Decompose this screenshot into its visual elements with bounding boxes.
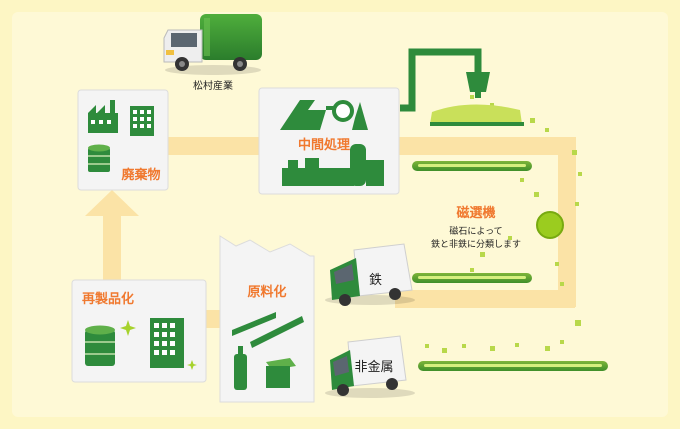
plant-icon [282, 144, 384, 186]
truck-company-label: 松村産業 [193, 79, 233, 92]
up-arrow [85, 190, 139, 216]
sparkle-icon [120, 320, 197, 370]
label-intermediate: 中間処理 [298, 137, 350, 153]
delivery-truck-icon [325, 243, 415, 306]
label-raw-material: 原料化 [247, 284, 286, 300]
box-icon [266, 358, 296, 388]
building-icon [130, 106, 154, 136]
label-magnet-desc-2: 鉄と非鉄に分類します [431, 238, 521, 250]
flow-paths [85, 137, 576, 328]
conveyor-icon [280, 100, 368, 130]
hopper-icon [400, 48, 490, 112]
delivery-truck-icon [325, 335, 415, 398]
label-magnet-desc-1: 磁石によって [449, 225, 502, 237]
garbage-truck-icon [163, 14, 262, 75]
factory-icon [88, 100, 118, 133]
label-recycled: 再製品化 [82, 291, 134, 307]
label-waste: 廃棄物 [120, 167, 160, 183]
steel-beam-icon [232, 312, 304, 348]
conveyor-bars [412, 161, 608, 371]
collection-tray [430, 104, 524, 126]
label-iron: 鉄 [369, 273, 382, 288]
label-nonferrous: 非金属 [354, 359, 393, 375]
building-icon [150, 318, 184, 368]
magnet-drum-icon [536, 211, 564, 239]
label-magnet-title: 磁選機 [456, 205, 495, 221]
barrel-icon [85, 325, 115, 366]
bottle-icon [234, 346, 247, 390]
particle-trail [425, 95, 582, 353]
barrel-icon [88, 144, 110, 172]
